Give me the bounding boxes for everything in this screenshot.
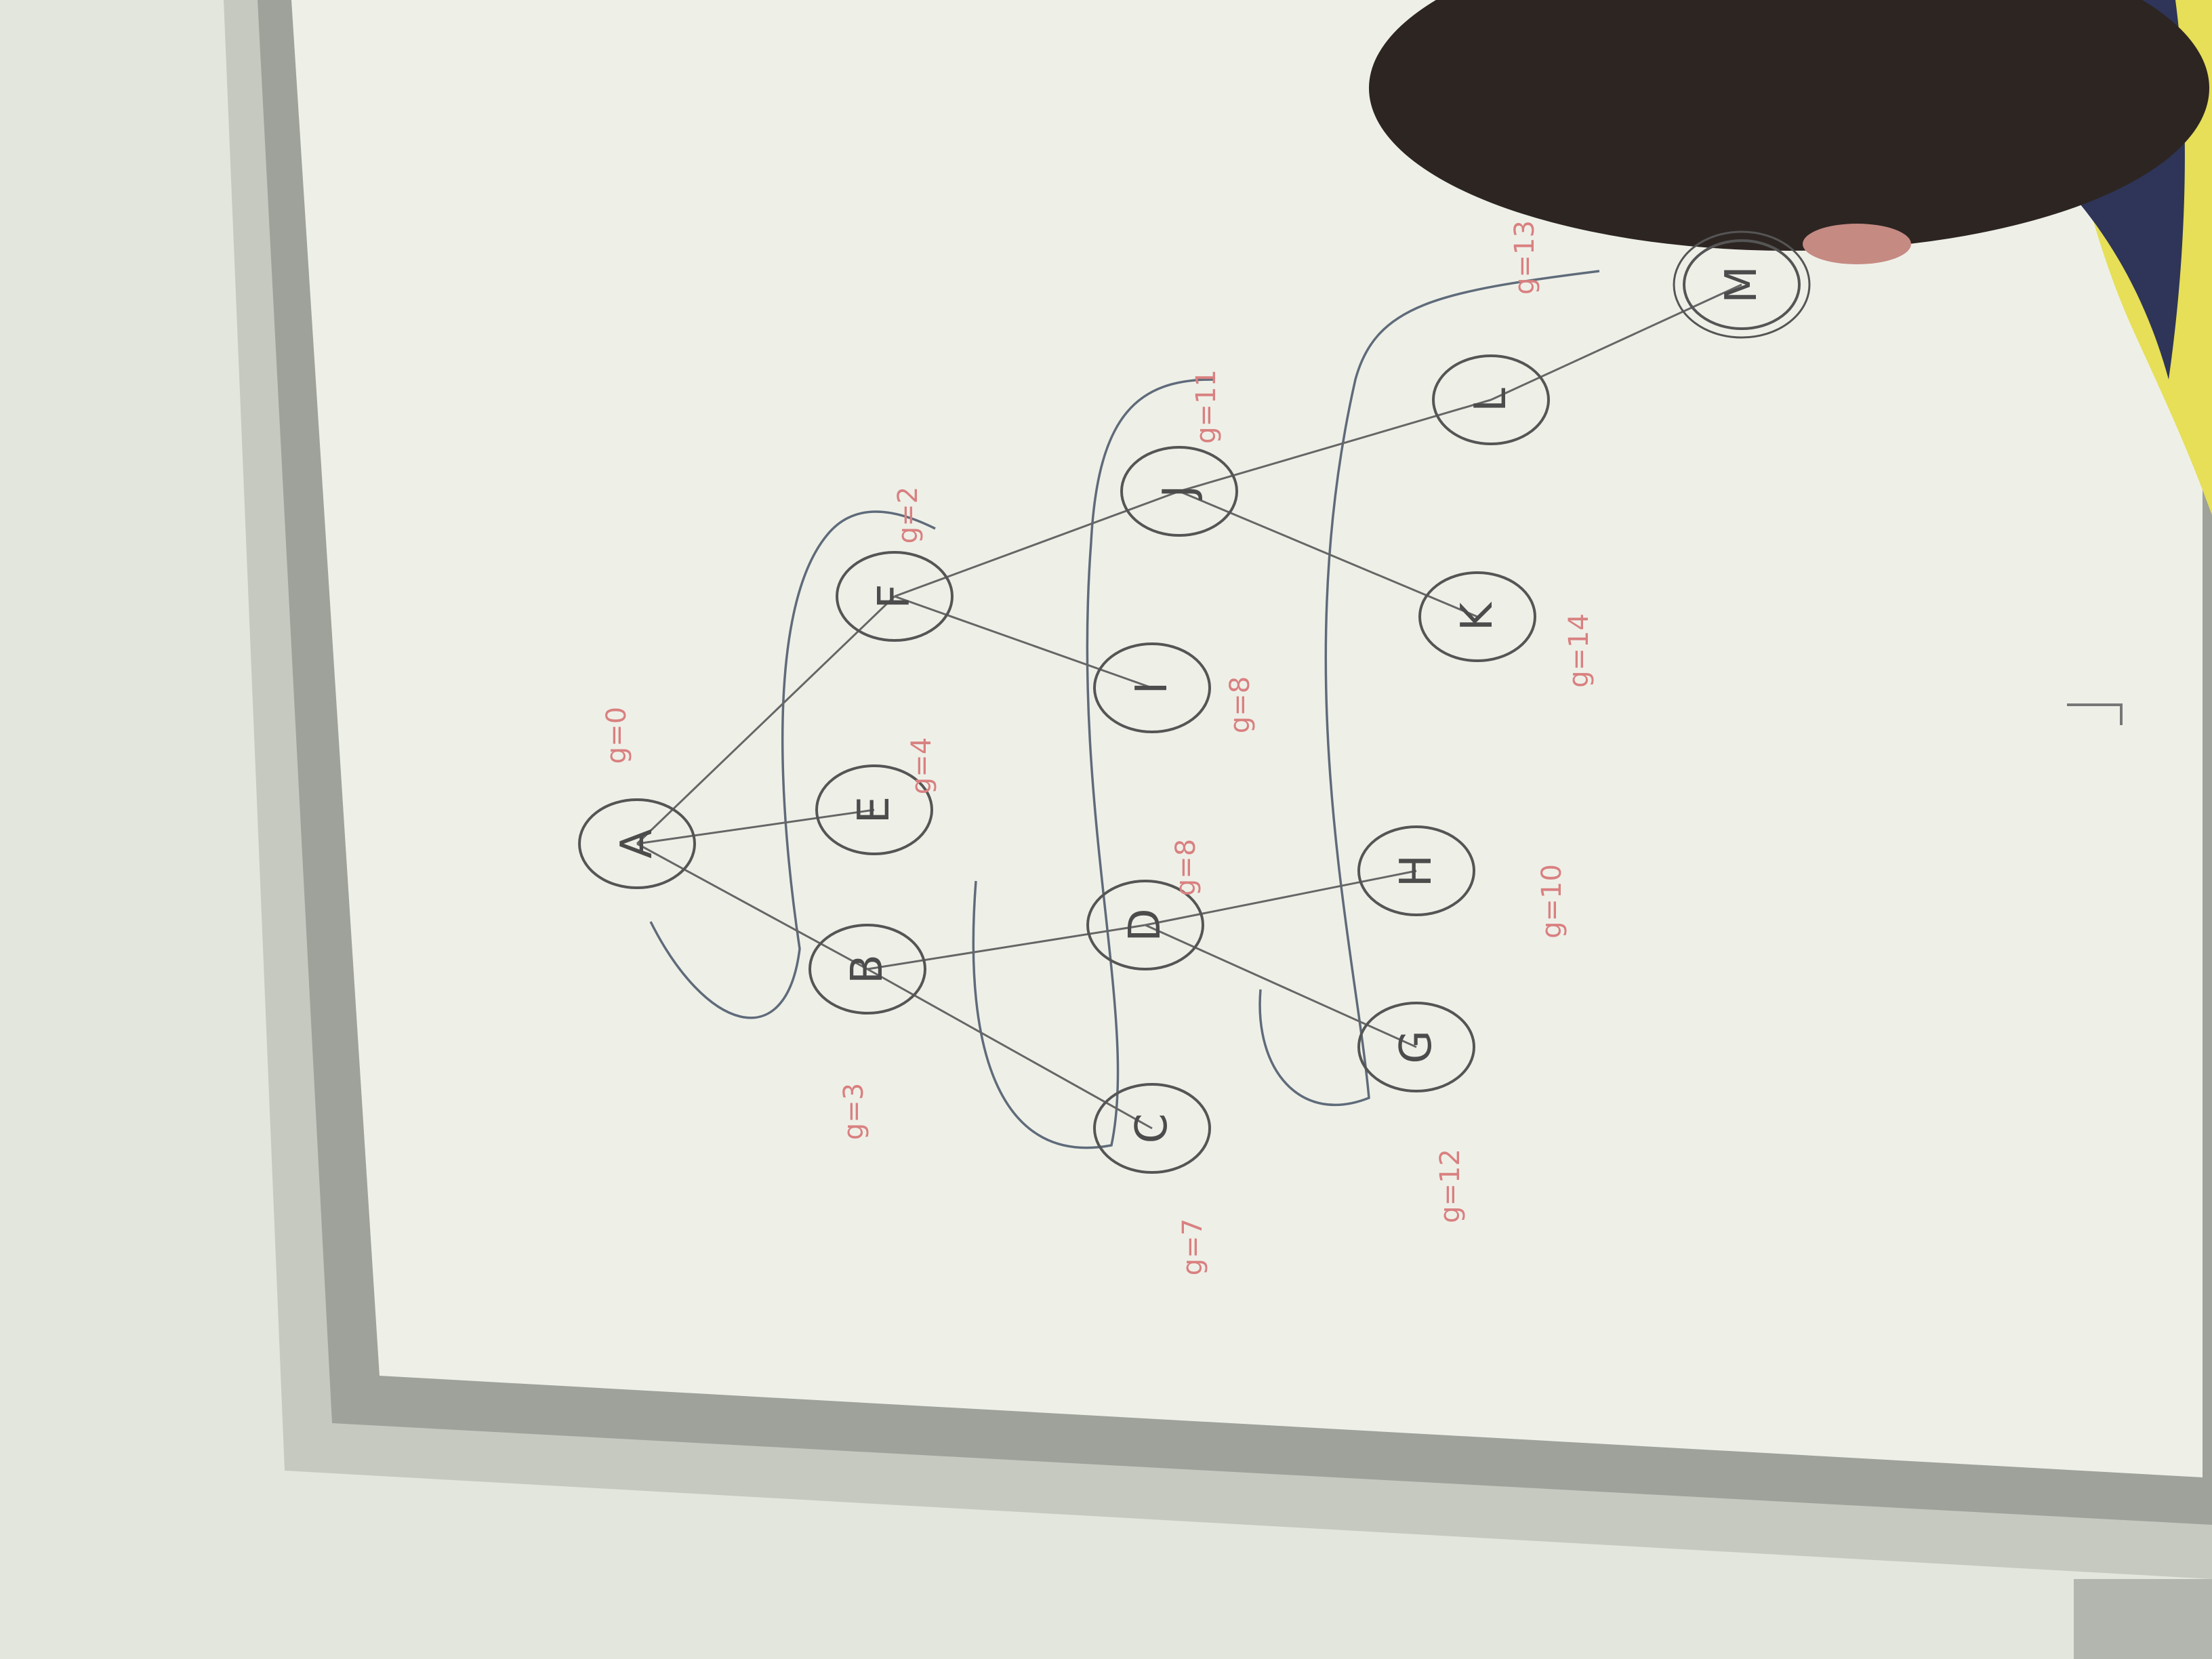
edge-A-F — [636, 595, 896, 845]
node-M-cost-note: g=13 — [1509, 220, 1540, 295]
node-H-cost-note: g=10 — [1536, 864, 1568, 939]
edge-A-B — [636, 842, 868, 970]
edge-B-D — [867, 924, 1146, 970]
node-H-circle — [1357, 825, 1475, 916]
node-J-label: J — [1154, 485, 1204, 501]
edge-F-J — [894, 490, 1180, 598]
node-J-circle — [1120, 446, 1238, 537]
node-K-label: K — [1452, 601, 1502, 631]
edge-J-L — [1179, 398, 1492, 493]
marker-tray — [2074, 1579, 2212, 1659]
node-M-outer-circle — [1673, 230, 1811, 339]
node-D-circle — [1086, 880, 1204, 970]
node-F-cost-note: g=2 — [893, 487, 924, 544]
node-I-label: I — [1127, 682, 1177, 695]
node-G-label: G — [1391, 1030, 1441, 1064]
node-M-label: M — [1717, 266, 1767, 303]
marker-mark — [2067, 703, 2123, 725]
level-group-outline-2 — [972, 378, 1214, 1149]
node-H-label: H — [1391, 855, 1441, 887]
node-E-cost-note: g=4 — [906, 737, 937, 794]
level-group-outline-3 — [1258, 270, 1600, 1107]
node-F-circle — [836, 551, 954, 642]
node-A-cost-note: g=0 — [601, 707, 632, 764]
edge-L-M — [1490, 283, 1742, 401]
node-J-cost-note: g=11 — [1191, 369, 1222, 444]
node-C-label: C — [1127, 1113, 1177, 1144]
level-group-outline-1 — [649, 510, 936, 1019]
node-E-label: E — [849, 796, 899, 823]
node-B-label: B — [842, 954, 893, 984]
node-G-circle — [1357, 1002, 1475, 1092]
node-C-cost-note: g=7 — [1177, 1218, 1208, 1275]
node-D-label: D — [1120, 908, 1170, 941]
person-head — [1369, 0, 2209, 251]
node-L-label: L — [1466, 388, 1516, 412]
node-I-circle — [1093, 642, 1211, 733]
edge-D-H — [1145, 869, 1417, 926]
node-B-circle — [808, 924, 926, 1015]
node-F-label: F — [869, 584, 920, 609]
node-E-circle — [815, 764, 933, 855]
node-M-circle — [1683, 239, 1801, 330]
node-G-cost-note: g=12 — [1435, 1149, 1466, 1223]
person-ear — [1803, 224, 1911, 264]
whiteboard-surface — [291, 0, 2203, 1477]
edge-A-E — [636, 808, 875, 845]
edge-F-I — [894, 595, 1153, 689]
node-L-circle — [1432, 354, 1550, 445]
node-B-cost-note: g=3 — [838, 1083, 869, 1140]
node-A-circle — [578, 798, 696, 889]
node-A-label: A — [612, 829, 662, 859]
node-D-cost-note: g=8 — [1170, 839, 1202, 896]
node-K-circle — [1418, 571, 1536, 662]
node-C-circle — [1093, 1083, 1211, 1174]
edge-D-G — [1145, 924, 1417, 1048]
node-I-cost-note: g=8 — [1225, 676, 1256, 733]
node-K-cost-note: g=14 — [1563, 613, 1595, 688]
